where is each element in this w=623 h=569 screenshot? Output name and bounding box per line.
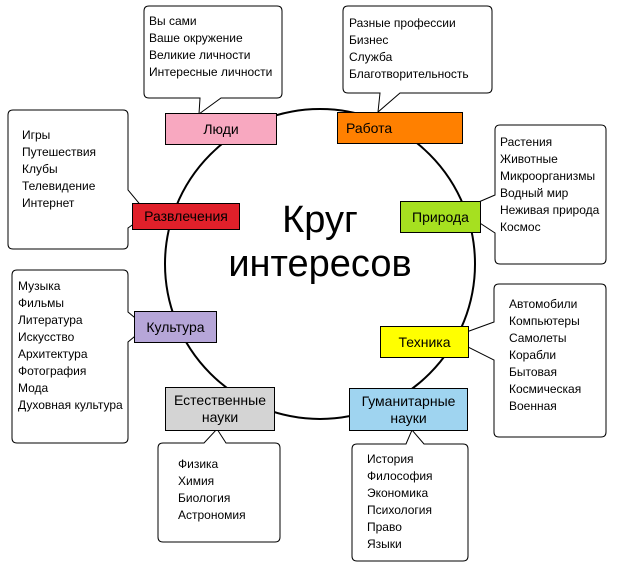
list-item: Благотворительность bbox=[349, 67, 469, 81]
node-entertainment: Развлечения bbox=[132, 203, 240, 230]
callout-nature-shape bbox=[458, 124, 607, 265]
callout-natural-sci: Физика Химия Биология Астрономия bbox=[178, 456, 246, 524]
callout-people-shape bbox=[143, 5, 283, 116]
node-people-label: Люди bbox=[203, 120, 239, 137]
list-item: Путешествия bbox=[22, 145, 97, 159]
diagram-title-line1: Круг bbox=[282, 199, 358, 241]
interest-circle bbox=[164, 108, 476, 420]
node-entertainment-label: Развлечения bbox=[144, 208, 228, 224]
callout-tech-shape bbox=[448, 283, 607, 438]
list-item: Мода bbox=[18, 381, 49, 395]
list-item: Бытовая bbox=[509, 365, 557, 379]
list-item: Фотография bbox=[18, 364, 87, 378]
list-item: Биология bbox=[178, 491, 231, 505]
list-item: Микроорганизмы bbox=[500, 169, 596, 183]
node-natural-sci-line2: науки bbox=[201, 409, 239, 425]
callout-tech: Автомобили Компьютеры Самолеты Корабли Б… bbox=[509, 296, 581, 415]
list-item: История bbox=[367, 452, 414, 466]
node-nature-label: Природа bbox=[412, 208, 469, 225]
list-item: Экономика bbox=[367, 486, 429, 500]
callout-people: Вы сами Ваше окружение Великие личности … bbox=[149, 13, 272, 81]
list-item: Неживая природа bbox=[500, 203, 600, 217]
list-item: Автомобили bbox=[509, 297, 578, 311]
node-tech-label: Техника bbox=[398, 333, 451, 350]
diagram-title-line2: интересов bbox=[228, 243, 412, 285]
callout-nature: Растения Животные Микроорганизмы Водный … bbox=[500, 134, 599, 236]
list-item: Компьютеры bbox=[509, 314, 580, 328]
callout-work: Разные профессии Бизнес Служба Благотвор… bbox=[349, 15, 469, 83]
list-item: Водный мир bbox=[500, 186, 569, 200]
list-item: Право bbox=[367, 520, 402, 534]
callout-entertainment-shape bbox=[7, 109, 149, 250]
list-item: Химия bbox=[178, 474, 215, 488]
list-item: Служба bbox=[349, 50, 393, 64]
list-item: Игры bbox=[22, 128, 51, 142]
list-item: Фильмы bbox=[18, 296, 64, 310]
callout-entertainment: Игры Путешествия Клубы Телевидение Интер… bbox=[22, 127, 96, 212]
list-item: Языки bbox=[367, 537, 402, 551]
list-item: Философия bbox=[367, 469, 433, 483]
list-item: Ваше окружение bbox=[149, 31, 243, 45]
list-item: Телевидение bbox=[22, 179, 96, 193]
node-culture: Культура bbox=[134, 311, 217, 343]
node-humanities-line2: науки bbox=[390, 409, 427, 426]
list-item: Корабли bbox=[509, 348, 557, 362]
node-natural-sci: Естественные науки bbox=[165, 387, 275, 431]
callout-natural-sci-shape bbox=[157, 428, 281, 543]
list-item: Астрономия bbox=[178, 508, 246, 522]
node-natural-sci-line1: Естественные bbox=[173, 392, 266, 408]
list-item: Архитектура bbox=[18, 347, 88, 361]
list-item: Интересные личности bbox=[149, 65, 273, 79]
list-item: Вы сами bbox=[149, 14, 197, 28]
node-culture-label: Культура bbox=[146, 318, 205, 335]
callout-culture: Музыка Фильмы Литература Искусство Архит… bbox=[18, 278, 123, 414]
list-item: Великие личности bbox=[149, 48, 251, 62]
list-item: Духовная культура bbox=[18, 398, 123, 412]
list-item: Физика bbox=[178, 457, 219, 471]
list-item: Искусство bbox=[18, 330, 75, 344]
list-item: Животные bbox=[500, 152, 558, 166]
list-item: Космическая bbox=[509, 382, 582, 396]
list-item: Интернет bbox=[22, 196, 75, 210]
list-item: Растения bbox=[500, 135, 553, 149]
callout-culture-shape bbox=[11, 269, 147, 444]
node-nature: Природа bbox=[400, 201, 481, 233]
list-item: Военная bbox=[509, 399, 557, 413]
list-item: Психология bbox=[367, 503, 432, 517]
list-item: Космос bbox=[500, 220, 541, 234]
node-tech: Техника bbox=[380, 326, 469, 358]
list-item: Клубы bbox=[22, 162, 58, 176]
callout-humanities: История Философия Экономика Психология П… bbox=[367, 451, 433, 553]
list-item: Разные профессии bbox=[349, 16, 456, 30]
diagram-title: Круг интересов bbox=[220, 198, 420, 286]
callout-humanities-shape bbox=[351, 429, 469, 562]
node-people: Люди bbox=[165, 113, 277, 145]
node-work-label: Работа bbox=[346, 119, 393, 136]
list-item: Литература bbox=[18, 313, 83, 327]
node-work: Работа bbox=[337, 112, 463, 144]
list-item: Бизнес bbox=[349, 33, 389, 47]
callout-work-shape bbox=[342, 5, 493, 114]
node-humanities-line1: Гуманитарные bbox=[361, 392, 456, 409]
list-item: Музыка bbox=[18, 279, 61, 293]
node-humanities: Гуманитарные науки bbox=[349, 388, 468, 431]
list-item: Самолеты bbox=[509, 331, 567, 345]
